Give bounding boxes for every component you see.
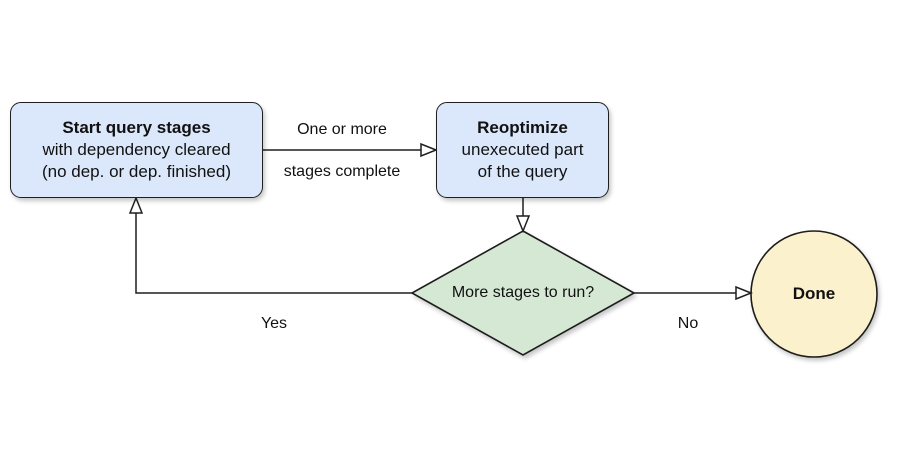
- edge-decision-yes-to-start: [135, 213, 412, 294]
- arrowhead-decision-no-to-done: [735, 285, 754, 301]
- start-node-title: Start query stages: [62, 118, 211, 137]
- start-node-line-2: with dependency cleared: [42, 140, 231, 159]
- edge-label-one-or-more: One or more: [297, 121, 387, 138]
- start-query-stages-node: Start query stages with dependency clear…: [10, 102, 263, 198]
- edge-label-yes: Yes: [260, 315, 288, 332]
- edge-label-stages-complete: stages complete: [283, 163, 401, 180]
- arrowhead-reoptimize-to-decision: [515, 215, 531, 234]
- arrowhead-decision-yes-to-start: [128, 195, 144, 214]
- reoptimize-node-line-2: unexecuted part: [461, 140, 584, 159]
- reoptimize-node-title: Reoptimize: [477, 118, 568, 137]
- done-label: Done: [792, 284, 836, 303]
- arrowhead-start-to-reoptimize: [420, 142, 439, 158]
- start-node-line-3: (no dep. or dep. finished): [41, 162, 231, 181]
- done-terminal-circle: [750, 230, 878, 358]
- decision-label: More stages to run?: [451, 284, 595, 301]
- decision-diamond: [410, 230, 636, 356]
- reoptimize-node: Reoptimize unexecuted part of the query: [436, 102, 609, 198]
- reoptimize-node-line-3: of the query: [477, 162, 568, 181]
- edge-label-no: No: [677, 315, 699, 332]
